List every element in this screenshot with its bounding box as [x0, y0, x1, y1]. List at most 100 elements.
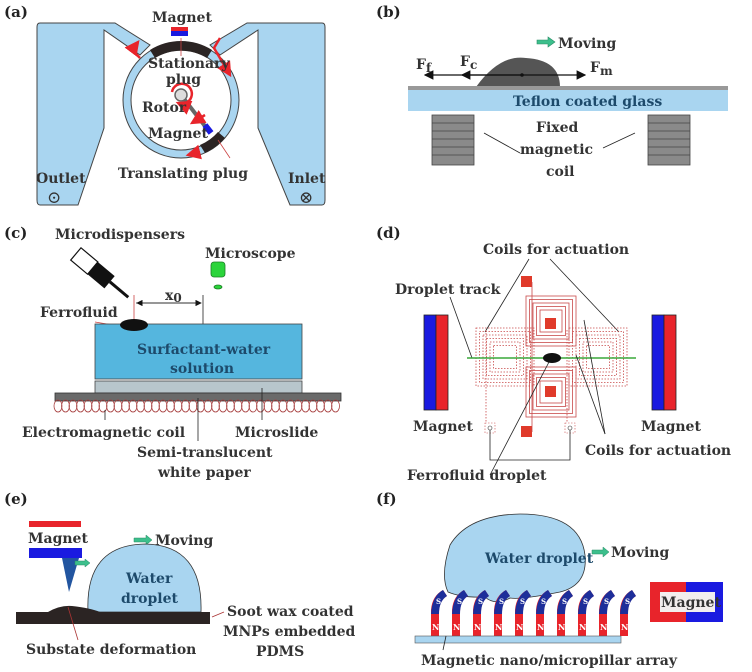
label-coils-bottom: Coils for actuation [585, 443, 731, 459]
flow-arrow-inlet-icon [212, 37, 232, 78]
coil-loop [316, 399, 325, 413]
panel-e: (e) Magnet Moving Water droplet Soot wax… [4, 490, 355, 660]
pole-n-label: N [537, 622, 544, 632]
label-fc: Fc [460, 54, 477, 72]
magnet-right-north [663, 314, 677, 411]
coil-top [525, 295, 577, 347]
coil-loop [151, 399, 160, 413]
label-coils-top: Coils for actuation [483, 242, 629, 258]
electromagnetic-coil [53, 399, 340, 413]
coil-loop [293, 399, 303, 413]
label-pdms-2: MNPs embedded [223, 624, 355, 640]
panel-label-e: (e) [4, 490, 28, 508]
pole-s-label: S [457, 597, 462, 606]
pole-s-label: S [436, 597, 441, 606]
pole-n-label: N [495, 622, 502, 632]
coil-loop [166, 399, 175, 413]
label-plug: plug [166, 72, 201, 88]
coil-loop [203, 399, 213, 413]
magnetic-pillar: NS [431, 590, 447, 636]
magnetic-pillar: NS [515, 590, 531, 636]
droplet-b [476, 57, 560, 87]
label-water-e-2: droplet [121, 591, 179, 607]
panel-label-f: (f) [376, 490, 397, 508]
panel-a: (a) Magnet Stationary plug Rotor Magnet … [4, 3, 326, 208]
coil-loop [323, 399, 333, 413]
pole-n-label: N [579, 622, 586, 632]
water-droplet-f [444, 513, 586, 603]
coil-loop [83, 399, 93, 413]
rotor-magnet [202, 123, 214, 135]
magnet-e-south [29, 548, 82, 558]
coil-loop [233, 399, 243, 413]
label-microdispensers: Microdispensers [55, 227, 185, 243]
panel-label-a: (a) [4, 3, 28, 21]
top-magnet-south [171, 31, 188, 36]
teflon-coating [408, 86, 728, 90]
coil-bottom [525, 366, 577, 418]
pole-n-label: N [621, 622, 628, 632]
coil-pad [545, 318, 556, 329]
coil-loop [173, 399, 183, 413]
top-magnet-north [171, 27, 188, 31]
microslide [94, 380, 303, 394]
microdispenser-icon [69, 246, 130, 299]
coil-pad [545, 386, 556, 397]
panel-c: (c) Microdispensers Microscope x0 Ferrof… [4, 224, 342, 481]
label-ferrofluid: Ferrofluid [40, 305, 118, 321]
label-magnet-rotor: Magnet [148, 126, 208, 142]
coil-loop [226, 399, 235, 413]
pdms-substrate [16, 605, 210, 624]
label-magnet-e: Magnet [28, 531, 88, 547]
magnet-e-north [29, 521, 81, 527]
magnetic-pillar: NS [494, 590, 510, 636]
outlet-symbol-icon: ⊙ [47, 188, 61, 208]
label-ff: Ff [416, 57, 432, 75]
flow-arrow-outlet-icon [124, 40, 141, 59]
pole-s-label: S [583, 597, 588, 606]
label-coil-3: coil [546, 164, 575, 180]
terminal-icon [487, 425, 493, 431]
moving-arrow-e-small-icon [74, 558, 91, 568]
label-solution-1: Surfactant-water [137, 342, 271, 358]
coil-loop [286, 399, 295, 413]
pole-s-label: S [625, 597, 630, 606]
label-water-f: Water droplet [484, 551, 594, 567]
label-pdms-3: PDMS [256, 644, 304, 660]
coil-pad [521, 426, 532, 437]
label-fm: Fm [590, 60, 613, 78]
label-droplet-track: Droplet track [395, 282, 501, 298]
pole-n-label: N [432, 622, 439, 632]
coil-loop [113, 399, 123, 413]
panel-label-c: (c) [4, 224, 27, 242]
label-deformation: Substate deformation [26, 642, 196, 658]
terminal-icon [567, 425, 573, 431]
microscope-icon [210, 261, 226, 278]
pole-s-label: S [499, 597, 504, 606]
coil-loop [301, 399, 310, 413]
coil-loop [98, 399, 108, 413]
coil-loop [68, 399, 78, 413]
glass-slide [408, 90, 728, 111]
coil-loop [53, 399, 63, 413]
coil-loop [136, 399, 145, 413]
pillar-substrate [414, 635, 622, 644]
label-stationary: Stationary [148, 56, 230, 72]
coil-loop [263, 399, 273, 413]
label-magnet-f: Magnet [661, 595, 721, 611]
coil-loop [128, 399, 138, 413]
coil-loop [256, 399, 265, 413]
magnet-left-north [435, 314, 449, 411]
label-moving-f: Moving [611, 545, 669, 561]
actuation-coils [475, 276, 628, 437]
panel-f: (f) Water droplet Moving Magnet NSNSNSNS… [376, 490, 723, 669]
label-paper-2: white paper [157, 465, 251, 481]
magnet-tip [62, 558, 79, 592]
coil-loop [188, 399, 198, 413]
magnetic-pillar: NS [452, 590, 468, 636]
label-pdms-1: Soot wax coated [227, 604, 354, 620]
label-moving-e: Moving [155, 533, 213, 549]
label-array: Magnetic nano/micropillar array [421, 653, 678, 669]
